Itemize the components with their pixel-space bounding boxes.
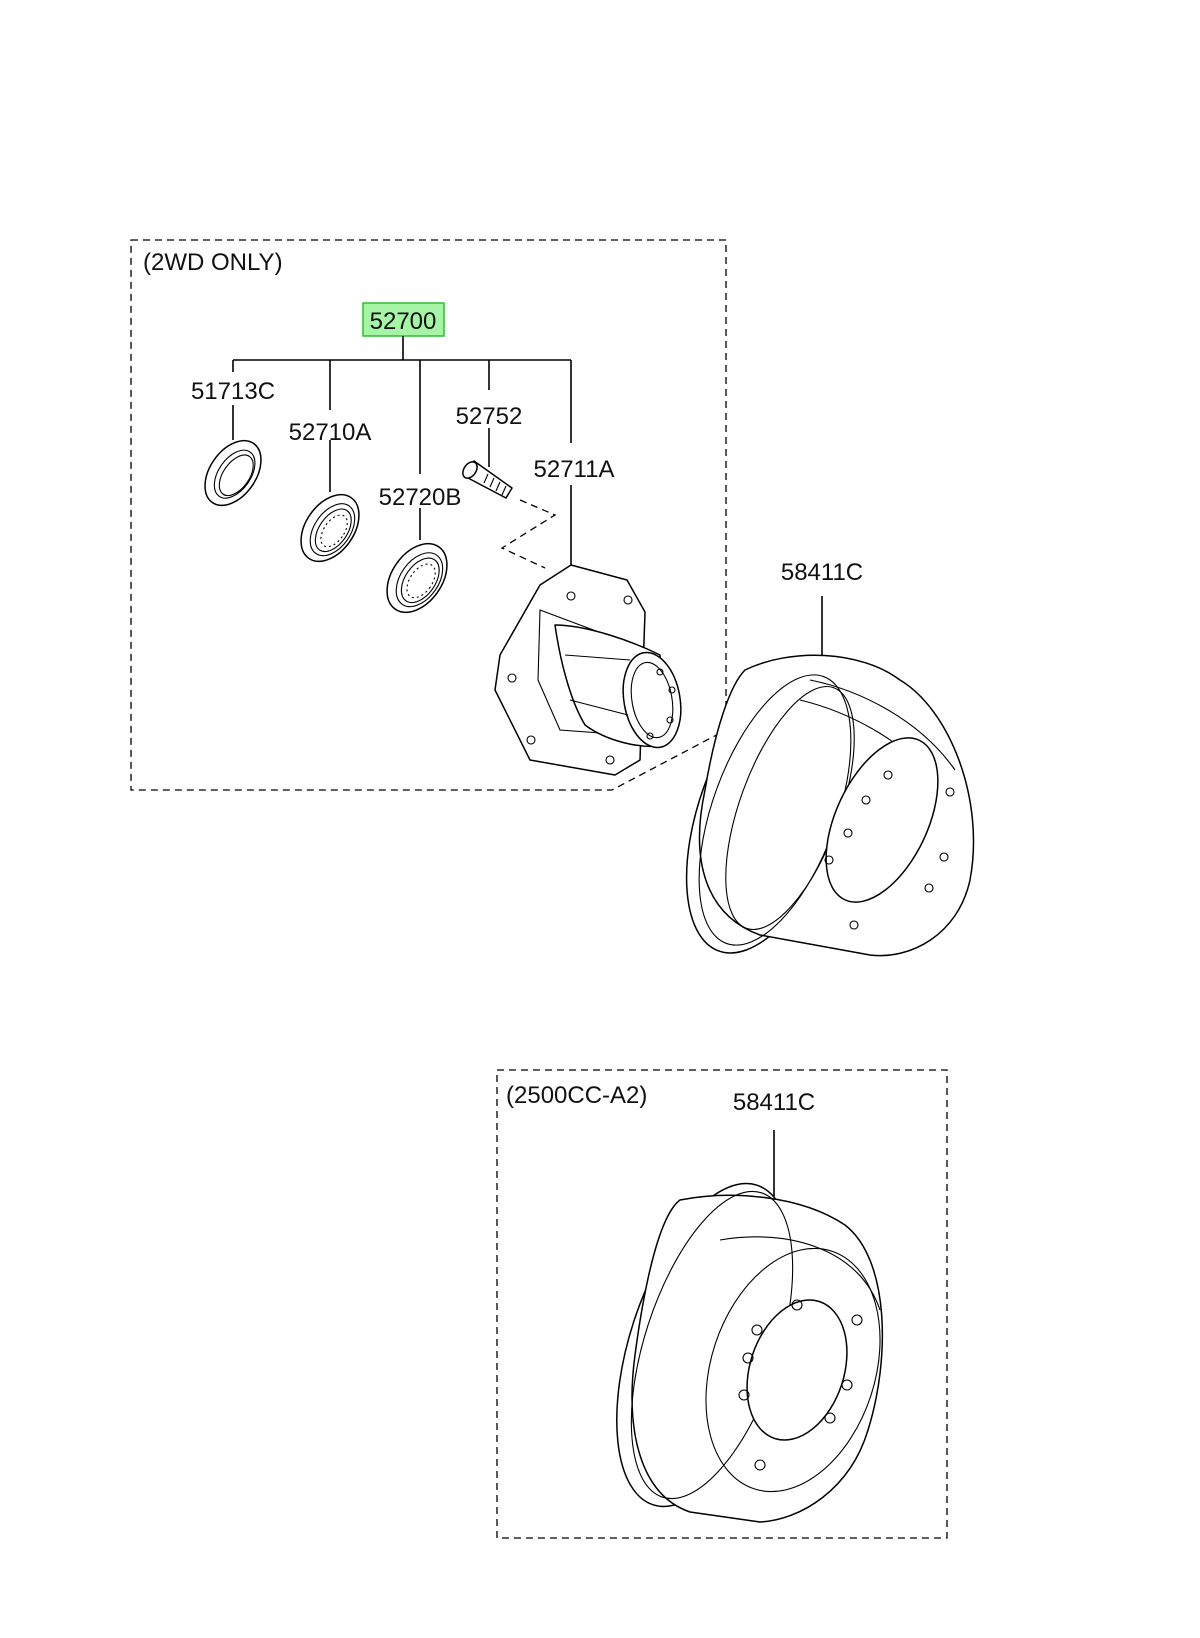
group-label-2500cc: (2500CC-A2): [506, 1082, 647, 1109]
group-label-2wd: (2WD ONLY): [143, 249, 283, 276]
inner-bearing-drawing: [386, 542, 448, 614]
part-number-58411c-lower[interactable]: 58411C: [733, 1089, 815, 1116]
highlight-box: [362, 302, 445, 337]
part-number-58411c-upper[interactable]: 58411C: [781, 559, 863, 586]
outer-bearing-drawing: [300, 493, 360, 563]
oil-seal-drawing: [204, 439, 262, 507]
part-number-52700[interactable]: 52700: [370, 308, 437, 335]
stud-bolt-drawing: [462, 460, 557, 569]
brake-drum-upper-drawing: [685, 654, 975, 957]
part-label-52700[interactable]: 52700: [362, 302, 445, 337]
hub-drawing: [494, 564, 682, 776]
part-number-51713c[interactable]: 51713C: [191, 378, 275, 405]
leader-tree: [232, 336, 572, 570]
brake-drum-lower-drawing: [616, 1182, 884, 1523]
part-number-52752[interactable]: 52752: [456, 403, 523, 430]
part-number-52710a[interactable]: 52710A: [289, 419, 372, 446]
group-box-2wd: (2WD ONLY): [130, 239, 727, 791]
part-number-52711a[interactable]: 52711A: [534, 456, 615, 483]
group-box-2500cc: (2500CC-A2): [496, 1069, 948, 1539]
part-number-52720b[interactable]: 52720B: [379, 484, 462, 511]
